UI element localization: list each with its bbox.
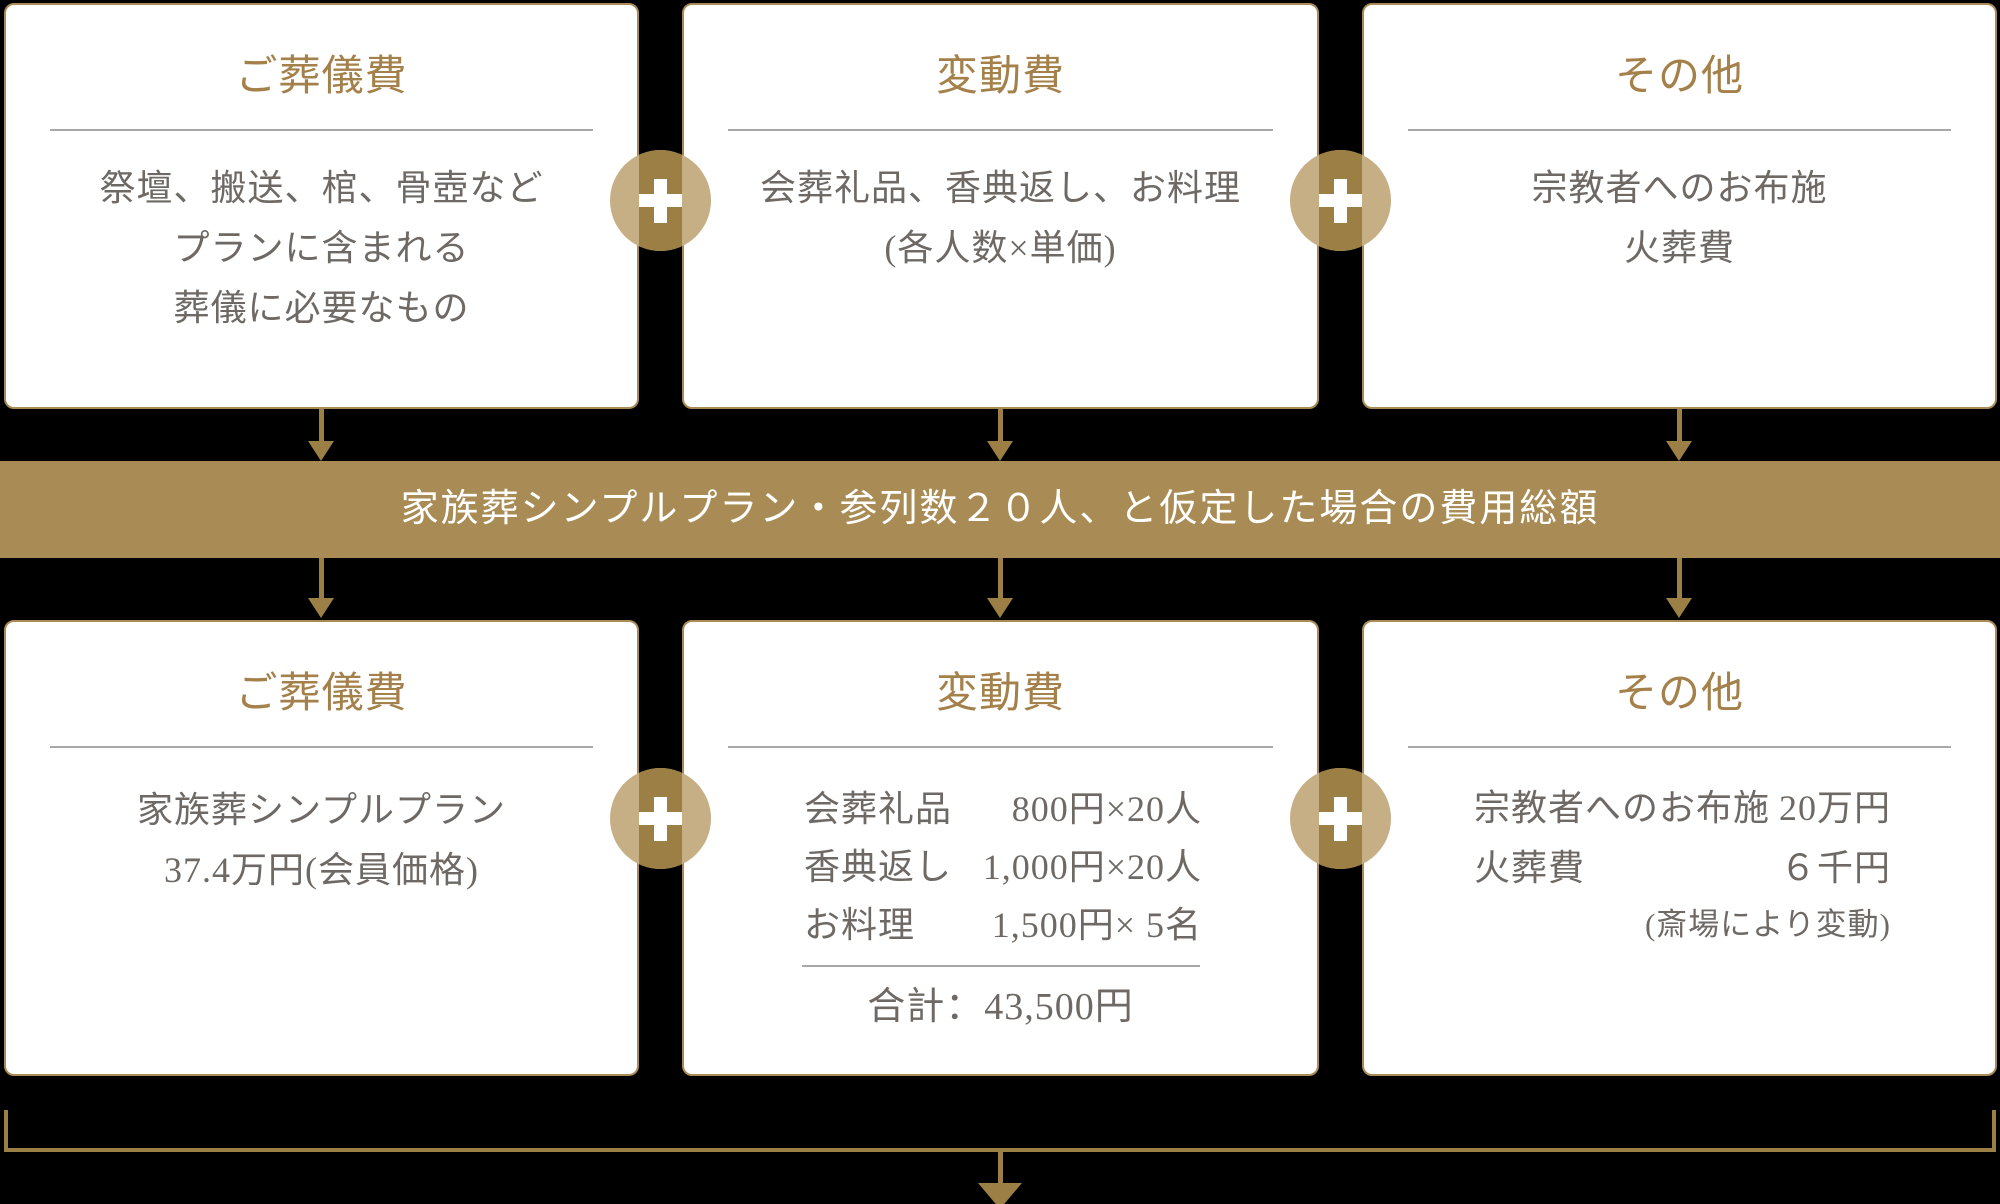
body-line: 祭壇、搬送、棺、骨壺など — [99, 168, 544, 208]
bracket-right-tick — [1992, 1110, 1996, 1152]
arrow-down-icon — [1677, 558, 1682, 599]
card-body: 祭壇、搬送、棺、骨壺など プランに含まれる 葬儀に必要なもの — [6, 158, 637, 338]
row-value: 20万円 — [1778, 788, 1891, 828]
card-body: 宗教者へのお布施 火葬費 — [1364, 158, 1995, 278]
table-row: 香典返し 1,000円×20人 — [802, 838, 1202, 896]
arrow-down-head — [1666, 441, 1692, 461]
subtotal-divider — [802, 965, 1200, 967]
final-arrow-stem — [998, 1150, 1003, 1184]
card-title: 変動費 — [935, 671, 1065, 717]
table-row: 会葬礼品 800円×20人 — [802, 780, 1202, 838]
row-value: 1,000円×20人 — [982, 847, 1202, 887]
body-line: (各人数×単価) — [884, 228, 1117, 268]
arrow-down-icon — [319, 558, 324, 599]
arrow-down-head — [308, 598, 334, 618]
card-funeral-fee-detail: ご葬儀費 家族葬シンプルプラン 37.4万円(会員価格) — [4, 620, 639, 1076]
body-line: プランに含まれる — [173, 228, 470, 268]
assumption-banner: 家族葬シンプルプラン・参列数２０人、と仮定した場合の費用総額 — [0, 461, 2000, 558]
cost-table: 会葬礼品 800円×20人 香典返し 1,000円×20人 お料理 1,500円… — [802, 780, 1202, 954]
body-line: 家族葬シンプルプラン — [137, 790, 506, 830]
card-funeral-fee-overview: ご葬儀費 祭壇、搬送、棺、骨壺など プランに含まれる 葬儀に必要なもの — [4, 3, 639, 409]
card-title: ご葬儀費 — [235, 671, 408, 717]
card-other-fee-overview: その他 宗教者へのお布施 火葬費 — [1362, 3, 1997, 409]
body-line: 葬儀に必要なもの — [173, 288, 470, 328]
row-value: ６千円 — [1779, 848, 1891, 888]
title-divider — [728, 746, 1273, 748]
table-row: 火葬費 ６千円 — [1472, 838, 1891, 898]
body-line: 火葬費 — [1623, 228, 1735, 268]
total-amount: 合計：43,500円 — [867, 986, 1134, 1028]
other-cost-table: 宗教者へのお布施 20万円 火葬費 ６千円 — [1472, 778, 1891, 898]
table-row: お料理 1,500円× 5名 — [802, 896, 1202, 954]
title-divider — [1408, 129, 1951, 131]
plus-icon — [1290, 150, 1391, 251]
card-body: 会葬礼品、香典返し、お料理 (各人数×単価) — [684, 158, 1317, 278]
arrow-down-head — [308, 441, 334, 461]
body-line: 37.4万円(会員価格) — [164, 850, 479, 890]
row-label: 宗教者へのお布施 — [1474, 788, 1771, 828]
row-value: 1,500円× 5名 — [991, 905, 1202, 945]
plus-icon — [610, 768, 711, 869]
body-line: 宗教者へのお布施 — [1531, 168, 1828, 208]
card-title: 変動費 — [935, 54, 1065, 100]
row-label: 火葬費 — [1474, 848, 1586, 888]
row-value: 800円×20人 — [1011, 789, 1202, 829]
row-label: 香典返し — [804, 847, 953, 887]
arrow-down-icon — [998, 409, 1003, 442]
row-label: お料理 — [804, 905, 916, 945]
arrow-down-icon — [319, 409, 324, 442]
row-label: 会葬礼品 — [804, 789, 953, 829]
arrow-down-icon — [1677, 409, 1682, 442]
final-arrow-head — [978, 1183, 1022, 1204]
title-divider — [1408, 746, 1951, 748]
table-row: 宗教者へのお布施 20万円 — [1472, 778, 1891, 838]
title-divider — [728, 129, 1273, 131]
card-title: その他 — [1614, 54, 1744, 100]
arrow-down-head — [987, 598, 1013, 618]
card-body: 家族葬シンプルプラン 37.4万円(会員価格) — [6, 780, 637, 900]
body-line: 会葬礼品、香典返し、お料理 — [759, 168, 1241, 208]
title-divider — [50, 746, 593, 748]
plus-icon — [1290, 768, 1391, 869]
arrow-down-head — [987, 441, 1013, 461]
title-divider — [50, 129, 593, 131]
card-title: その他 — [1614, 671, 1744, 717]
crematory-note: (斎場により変動) — [1644, 907, 1891, 942]
card-other-fee-detail: その他 宗教者へのお布施 20万円 火葬費 ６千円 (斎場により変動) — [1362, 620, 1997, 1076]
arrow-down-head — [1666, 598, 1692, 618]
arrow-down-icon — [998, 558, 1003, 599]
bracket-left-tick — [4, 1110, 8, 1152]
plus-icon — [610, 150, 711, 251]
card-variable-fee-overview: 変動費 会葬礼品、香典返し、お料理 (各人数×単価) — [682, 3, 1319, 409]
card-variable-fee-detail: 変動費 会葬礼品 800円×20人 香典返し 1,000円×20人 お料理 1,… — [682, 620, 1319, 1076]
card-title: ご葬儀費 — [235, 54, 408, 100]
